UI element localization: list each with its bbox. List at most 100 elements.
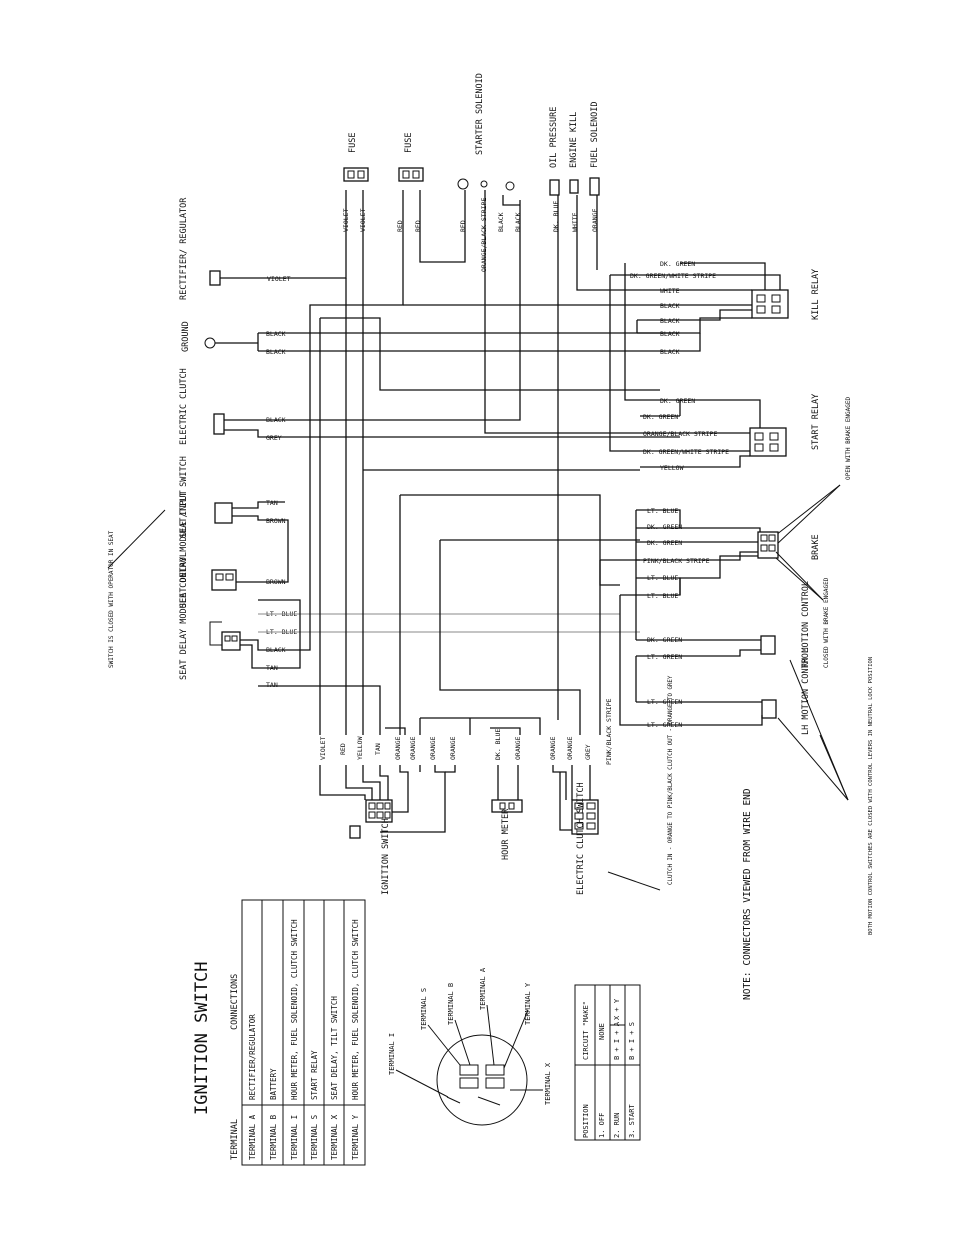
wire-label: RED (396, 220, 404, 232)
wire-label: VIOLET (319, 736, 327, 760)
terminal-row-value: HOUR METER, FUEL SOLENOID, CLUTCH SWITCH (351, 919, 360, 1100)
wire-label: BLACK (660, 317, 680, 325)
wire-label: RED (339, 743, 347, 755)
position-header: POSITION (582, 1104, 590, 1138)
wire-label: ORANGE/BLACK STRIPE (480, 198, 488, 272)
circuit-row: NONE (598, 1023, 606, 1040)
terminal-row-value: RECTIFIER/REGULATOR (248, 1014, 257, 1100)
wire-label: DK. GREEN (647, 523, 682, 531)
kill-wire-labels: DK. GREEN DK. GREEN/WHITE STRIPE WHITE B… (630, 260, 716, 356)
rectifier-connector (209, 270, 221, 286)
starter-solenoid-text: STARTER SOLENOID (475, 73, 485, 155)
start-wire-labels: DK. GREEN DK. GREEN ORANGE/BLACK STRIPE … (643, 397, 729, 472)
rh-wire-labels: DK. GREEN LT. GREEN (647, 636, 682, 661)
wire-label: DK. GREEN/WHITE STRIPE (643, 448, 729, 456)
starter-solenoid-label: STARTER SOLENOID (475, 73, 485, 155)
circuit-row-extra: X + Y (613, 998, 621, 1020)
terminal-row-label: TERMINAL B (269, 1114, 278, 1160)
rh-motion-label: RH MOTION CONTROL (801, 581, 811, 668)
starter-ring-terminal (457, 178, 469, 190)
wire-label: ORANGE (409, 736, 417, 760)
terminal-row-value: SEAT DELAY, TILT SWITCH (330, 996, 339, 1100)
ignition-switch-connector: IGNITION SWITCH (349, 799, 393, 895)
fuse2-label: FUSE (404, 133, 414, 153)
seat-delay-input-label: SEAT DELAY MODULE INPUT (179, 490, 189, 608)
position-row: 2. RUN (613, 1113, 621, 1138)
position-table: POSITION CIRCUIT "MAKE" 1. OFF NONE 2. R… (574, 984, 641, 1141)
wire-label: LT. BLUE (647, 574, 678, 582)
brake-switch: BRAKE (619, 509, 821, 640)
ignition-switch-label: IGNITION SWITCH (381, 818, 391, 895)
wire-label: BLACK (660, 302, 680, 310)
start-relay: START RELAY (609, 263, 821, 468)
left-connectors (204, 270, 241, 651)
lh-connector (761, 699, 777, 719)
clutch-note: CLUTCH IN - ORANGE TO PINK/BLACK CLUTCH … (668, 675, 674, 885)
wire-label: BLACK (497, 212, 505, 232)
terminal-x-label: TERMINAL X (544, 1062, 552, 1105)
wire-label: DK. GREEN (660, 260, 695, 268)
left-component-labels: RECTIFIER/ REGULATOR GROUND ELECTRIC CLU… (179, 197, 191, 680)
fuse1-label: FUSE (348, 133, 358, 153)
wire-label: LT. GREEN (647, 653, 682, 661)
wire-label: DK. BLUE (552, 201, 560, 232)
oil-pressure-connector (549, 179, 560, 196)
left-wire-labels: VIOLET BLACK BLACK BLACK GREY TAN BROWN … (266, 275, 297, 689)
wire-label: PINK/BLACK STRIPE (643, 557, 710, 565)
brake-closed-note: CLOSED WITH BRAKE ENGAGED (823, 577, 830, 668)
wire-label: BLACK (266, 330, 286, 338)
hour-meter-label: HOUR METER (501, 808, 511, 860)
wire-label: GREY (266, 434, 282, 442)
top-connectors (343, 167, 600, 196)
ignition-title-block: IGNITION SWITCH (192, 961, 212, 1115)
center-wires (319, 190, 680, 735)
seat-delay-input-connector (211, 569, 237, 591)
starter-ring-terminal-2 (505, 181, 515, 191)
rectifier-label: RECTIFIER/ REGULATOR (179, 197, 189, 300)
terminal-row-label: TERMINAL I (290, 1115, 299, 1160)
wire-label: BLACK (266, 348, 286, 356)
brake-wire-labels: LT. BLUE DK. GREEN DK. GREEN PINK/BLACK … (643, 507, 710, 600)
seat-delay-control-label: SEAT DELAY MODULE CONTROL (179, 552, 189, 680)
hour-meter: HOUR METER (491, 799, 523, 860)
fuel-solenoid-connector (589, 177, 600, 196)
wire-label: BLACK (660, 330, 680, 338)
wire-label: ORANGE (514, 736, 522, 760)
ignition-small-connector (349, 825, 361, 839)
wire-label: ORANGE (449, 736, 457, 760)
lh-motion-label: LH MOTION CONTROL (801, 648, 811, 735)
wire-label: YELLOW (660, 464, 684, 472)
brake-open-note: OPEN WITH BRAKE ENGAGED (845, 397, 852, 480)
ground-label: GROUND (181, 321, 191, 352)
kill-relay-box (751, 289, 789, 319)
electric-clutch-label: ELECTRIC CLUTCH (179, 368, 189, 445)
wire-label: LT. GREEN (647, 721, 682, 729)
wire-label: BLACK (660, 348, 680, 356)
seat-switch-note-text: SWITCH IS CLOSED WITH OPERATOR IN SEAT (108, 530, 115, 668)
terminal-row-label: TERMINAL Y (351, 1114, 360, 1160)
fuel-solenoid-label: FUEL SOLENOID (590, 101, 600, 168)
engine-kill-connector (569, 179, 579, 194)
top-component-labels: FUSE FUSE STARTER SOLENOID OIL PRESSURE … (348, 73, 600, 168)
terminal-row-label: TERMINAL X (330, 1114, 339, 1160)
oil-pressure-label: OIL PRESSURE (549, 107, 559, 168)
main-note: NOTE: CONNECTORS VIEWED FROM WIRE END (742, 788, 753, 1000)
wire-label: GREY (584, 744, 592, 760)
motion-switch-note: BOTH MOTION CONTROL SWITCHES ARE CLOSED … (868, 657, 874, 935)
terminal-row-label: TERMINAL A (248, 1114, 257, 1160)
switch-body (436, 1034, 528, 1126)
start-relay-box (749, 427, 787, 457)
ignition-title: IGNITION SWITCH (192, 961, 212, 1115)
wire-label: TAN (266, 681, 278, 689)
wire-label: ORANGE (429, 736, 437, 760)
connections-header: CONNECTIONS (230, 974, 240, 1030)
terminal-row-value: BATTERY (269, 1068, 278, 1100)
circuit-row: B + I + A (613, 1021, 621, 1060)
brake-label: BRAKE (811, 534, 821, 560)
wire-label: ORANGE (549, 736, 557, 760)
seat-tilt-label: SEAT/TILT SWITCH (179, 456, 189, 538)
engine-kill-label: ENGINE KILL (569, 112, 579, 168)
wire-label: DK. GREEN/WHITE STRIPE (630, 272, 716, 280)
terminal-header: TERMINAL (230, 1119, 240, 1160)
